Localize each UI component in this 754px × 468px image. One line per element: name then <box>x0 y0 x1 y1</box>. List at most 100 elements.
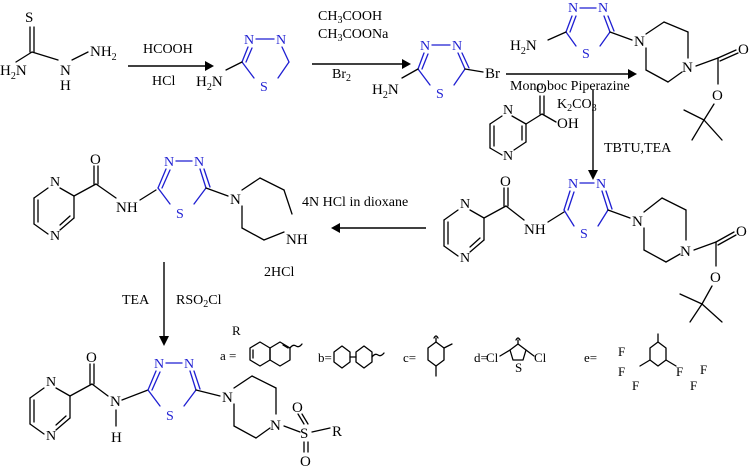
atom-n: N <box>503 103 513 118</box>
reagent-tea: TEA <box>122 293 150 308</box>
atom-s: S <box>166 409 174 424</box>
atom-n: N <box>270 418 281 434</box>
atom-n: N <box>460 197 470 212</box>
atom-nh: NH <box>524 222 546 238</box>
atom-h2n: H2N <box>510 38 537 57</box>
atom-o: O <box>90 152 101 168</box>
atom-o: O <box>500 174 511 190</box>
reagent-hcl-dioxane: 4N HCl in dioxane <box>302 195 408 210</box>
atom-s: S <box>582 47 590 62</box>
atom-o: O <box>300 454 311 468</box>
atom-n: N <box>634 34 645 50</box>
r-group-legend: R a = b= c= d= <box>220 323 707 393</box>
atom-o: O <box>736 224 747 240</box>
atom-o: O <box>292 400 303 416</box>
arrow-head-1 <box>205 61 214 71</box>
atom-h2n: H2N <box>372 82 399 101</box>
atom-r: R <box>332 424 342 440</box>
dimethylphenyl-structure <box>427 335 453 377</box>
atom-n: N <box>194 155 204 170</box>
atom-o: O <box>86 350 97 366</box>
atom-h2n: H2N <box>196 74 223 93</box>
r-group-b-label: b= <box>318 350 332 365</box>
atom-s: S <box>176 207 184 222</box>
r-group-d-label: d= <box>474 350 488 365</box>
naphthyl-structure <box>249 341 303 367</box>
atom-f: F <box>632 378 639 393</box>
atom-n: N <box>222 390 233 406</box>
atom-n: N <box>154 357 164 372</box>
atom-n: N <box>46 429 56 444</box>
atom-cl: Cl <box>486 350 499 365</box>
compound-thiosemicarbazide: S H2N N H NH2 <box>0 10 117 94</box>
atom-br: Br <box>485 66 500 82</box>
atom-n: N <box>50 175 60 190</box>
atom-n: N <box>460 251 470 266</box>
compound-boc-amide: N N O NH N N S N N <box>443 174 747 323</box>
atom-s: S <box>436 87 444 102</box>
arrow-head-5 <box>331 223 340 233</box>
atom-n: N <box>452 39 462 54</box>
reagent-bromine: Br2 <box>332 67 351 84</box>
biphenyl-structure <box>333 345 385 369</box>
atom-h: H <box>60 78 71 94</box>
atom-nh: NH <box>286 232 308 248</box>
reagent-mono-boc-piperazine: Mono boc Piperazine <box>510 79 630 94</box>
atom-n: N <box>276 33 286 48</box>
reagent-hcooh: HCOOH <box>143 42 193 57</box>
atom-n: N <box>598 1 608 16</box>
atom-f: F <box>676 364 683 379</box>
r-group-e-label: e= <box>584 350 597 365</box>
arrow-head-2 <box>402 59 411 69</box>
bis-trifluoromethylphenyl-structure: F F F F F F <box>618 333 707 393</box>
atom-s: S <box>580 227 588 242</box>
atom-f: F <box>618 344 625 359</box>
atom-s: S <box>260 80 268 95</box>
atom-n: N <box>110 394 121 410</box>
reagent-k2co3: K2CO3 <box>557 97 597 114</box>
atom-n: N <box>50 229 60 244</box>
atom-n: N <box>680 244 691 260</box>
atom-o: O <box>710 270 721 286</box>
atom-n: N <box>568 177 578 192</box>
atom-n: N <box>682 60 693 76</box>
atom-n: N <box>164 155 174 170</box>
atom-f: F <box>618 364 625 379</box>
r-label: R <box>232 323 241 338</box>
compound-boc-piperazine-thiadiazole: N N S H2N N N O O <box>510 1 749 141</box>
atom-f: F <box>700 362 707 377</box>
reagent-tbtu-tea: TBTU,TEA <box>604 141 672 156</box>
arrow-head-6 <box>159 336 169 346</box>
arrow-head-4 <box>588 170 598 180</box>
compound-bromo-thiadiazole: N N S H2N Br <box>372 39 500 102</box>
atom-o: O <box>536 81 547 97</box>
compound-piperazine-amide: N N O NH N N S N N <box>33 152 308 280</box>
salt-2hcl: 2HCl <box>264 265 294 280</box>
compound-pyrazine-carboxylic-acid: N N O OH <box>489 81 579 164</box>
atom-n: N <box>244 33 254 48</box>
atom-s: S <box>515 360 522 375</box>
atom-cl: Cl <box>534 350 547 365</box>
reagent-acetic-acid: CH3COOH <box>318 9 382 26</box>
r-group-c-label: c= <box>403 350 416 365</box>
atom-n: N <box>230 192 241 208</box>
atom-s: S <box>300 426 308 442</box>
atom-nh2: NH2 <box>90 44 117 63</box>
atom-n: N <box>503 149 513 164</box>
atom-n: N <box>420 39 430 54</box>
reagent-rso2cl: RSO2Cl <box>176 293 222 310</box>
atom-s: S <box>25 10 33 26</box>
dichlorothiophene-structure: Cl S Cl <box>486 337 547 375</box>
atom-h: H <box>111 430 122 446</box>
atom-nh: NH <box>116 200 138 216</box>
r-group-a-label: a = <box>220 348 236 363</box>
atom-f: F <box>690 378 697 393</box>
reagent-sodium-acetate: CH3COONa <box>318 27 389 44</box>
compound-final-sulfonamide: N N O N H N N S N <box>29 350 342 468</box>
reagent-hcl: HCl <box>152 74 175 89</box>
atom-n: N <box>184 357 194 372</box>
atom-n: N <box>632 214 643 230</box>
atom-h2n: H2N <box>0 63 27 82</box>
atom-n: N <box>60 63 71 79</box>
